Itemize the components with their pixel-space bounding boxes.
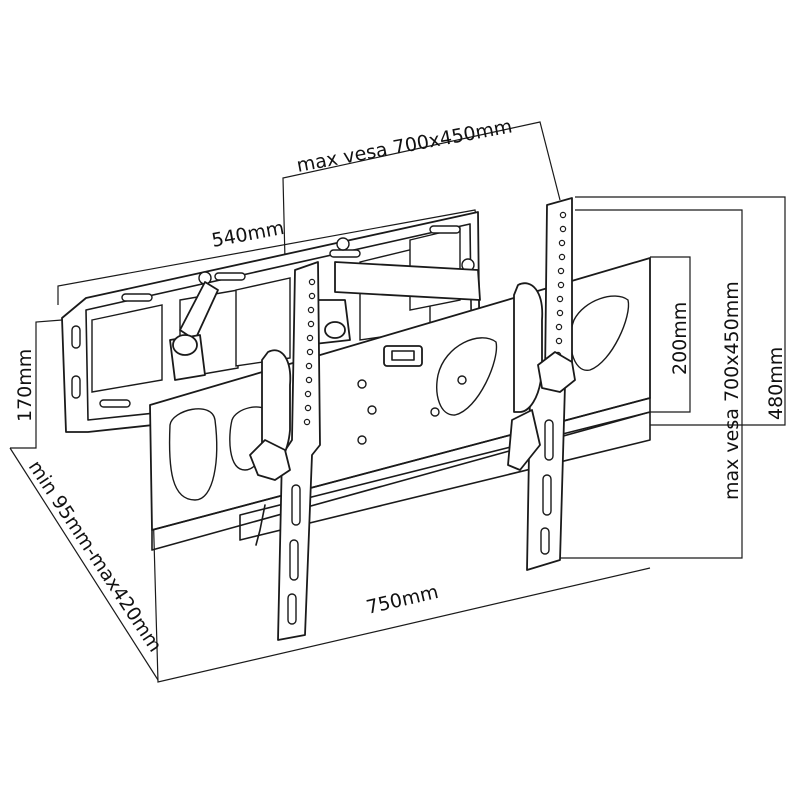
arm-pivot-left xyxy=(172,334,198,356)
wall-plate-slot-5 xyxy=(214,272,246,281)
level-indicator xyxy=(383,345,423,367)
right-bracket-hole xyxy=(555,337,563,345)
right-bracket-slot-3 xyxy=(540,527,550,555)
left-bracket-hole xyxy=(305,376,313,384)
dimension-lines xyxy=(9,121,786,683)
left-bracket-slot-1 xyxy=(291,484,301,526)
dim-line-200 xyxy=(650,256,691,413)
wall-plate-slot-4 xyxy=(121,293,153,302)
label-170mm: 170mm xyxy=(14,349,36,422)
left-bracket xyxy=(277,261,321,641)
level-indicator-window xyxy=(391,350,415,361)
right-bracket-lower-clamp xyxy=(507,409,541,471)
right-bracket-hole xyxy=(559,211,567,219)
right-bracket-hole xyxy=(558,239,566,247)
right-bracket-hole xyxy=(556,309,564,317)
tv-plate-hole-3 xyxy=(430,407,440,417)
dim-line-top-vesa xyxy=(282,121,561,261)
left-bracket-hole xyxy=(306,334,314,342)
right-bracket-hole xyxy=(555,323,563,331)
tv-plate-hole-4 xyxy=(357,435,367,445)
upper-arm xyxy=(334,261,481,301)
wall-plate-slot-6 xyxy=(329,249,361,258)
wall-plate-slot-1 xyxy=(71,325,81,349)
left-bracket-hole xyxy=(304,390,312,398)
dim-line-170 xyxy=(10,319,63,449)
right-safety-knob xyxy=(537,351,576,393)
label-extension: min 95mm-max420mm xyxy=(24,457,166,656)
wall-plate-slot-3 xyxy=(99,399,131,408)
tv-plate-hole-1 xyxy=(357,379,367,389)
left-bracket-hole xyxy=(307,320,315,328)
dim-line-extension xyxy=(9,447,159,681)
left-bracket-slot-3 xyxy=(287,593,297,625)
left-bracket-holes xyxy=(303,278,316,426)
right-bracket-hole xyxy=(557,281,565,289)
left-bracket-hole xyxy=(305,362,313,370)
wall-plate-bolt-2 xyxy=(336,237,350,251)
right-bracket-hole xyxy=(556,295,564,303)
right-bracket-hole xyxy=(558,253,566,261)
left-bracket-screw xyxy=(255,504,266,546)
wall-plate-slot-7 xyxy=(429,225,461,234)
left-bracket-hole xyxy=(306,348,314,356)
left-bracket-hole xyxy=(307,306,315,314)
arm-pivot-right xyxy=(324,321,346,339)
label-right-vesa: max vesa 700x450mm xyxy=(721,281,743,500)
tv-plate-cutout-center-right xyxy=(436,337,498,416)
left-bracket-slot-2 xyxy=(289,539,299,581)
right-bracket-hole xyxy=(557,267,565,275)
right-bracket-slot-1 xyxy=(544,419,554,461)
tv-plate-hole-5 xyxy=(457,375,467,385)
dim-line-750 xyxy=(151,469,651,683)
wall-plate-cutout-1 xyxy=(91,304,163,393)
label-480mm: 480mm xyxy=(765,347,787,420)
dim-line-right-vesa xyxy=(550,209,743,559)
tv-plate-cutout-left xyxy=(168,408,218,501)
left-bracket-hole xyxy=(304,404,312,412)
vertical-brackets xyxy=(249,197,576,641)
label-top-vesa: max vesa 700x450mm xyxy=(295,115,514,176)
right-bracket-slot-2 xyxy=(542,474,552,516)
left-bracket-hole xyxy=(308,278,316,286)
dim-line-480 xyxy=(575,196,786,426)
left-bracket-hole xyxy=(303,418,311,426)
left-bracket-hole xyxy=(308,292,316,300)
label-200mm: 200mm xyxy=(669,302,691,375)
right-bracket-clamp xyxy=(513,282,544,413)
wall-plate-slot-2 xyxy=(71,375,81,399)
tv-plate-hole-2 xyxy=(367,405,377,415)
wall-plate-cutout-3 xyxy=(235,277,291,367)
left-safety-knob xyxy=(249,439,291,481)
right-bracket-hole xyxy=(559,225,567,233)
label-750mm: 750mm xyxy=(364,581,440,619)
